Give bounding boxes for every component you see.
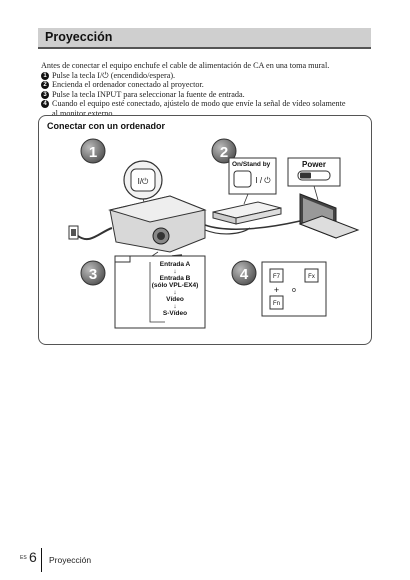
input-sequence-box: Entrada A ↓ Entrada B (sólo VPL-EX4) ↓ V… <box>114 255 206 329</box>
key-plus: + <box>274 285 279 295</box>
section-header: Proyección <box>38 28 371 49</box>
badge-2: 2 <box>211 138 237 164</box>
key-f7: F7 <box>273 274 281 280</box>
laptop <box>298 193 360 239</box>
input-seq-3: (sólo VPL-EX4) <box>152 282 199 289</box>
step-text: Pulse la tecla INPUT para seleccionar la… <box>52 89 245 99</box>
power-label: Power <box>302 160 326 169</box>
step-2: 2 Encienda el ordenador conectado al pro… <box>41 80 376 90</box>
input-seq-0: Entrada A <box>160 261 191 268</box>
badge-1: 1 <box>80 138 106 164</box>
signal-cable <box>204 220 301 230</box>
key-or: o <box>292 287 296 294</box>
badge-3-number: 3 <box>89 266 97 283</box>
step-number: 1 <box>41 71 49 80</box>
input-seq-6: ↓ <box>173 303 176 310</box>
input-seq-1: ↓ <box>173 268 176 275</box>
badge-4-number: 4 <box>240 266 249 283</box>
step-number: 2 <box>41 81 49 90</box>
dvd-player <box>212 201 282 225</box>
step-4-continued: al monitor externo. <box>52 108 115 118</box>
section-title: Proyección <box>45 30 113 44</box>
onstandby-label: On/Stand by <box>232 161 271 168</box>
function-keys-box: F7 Fx + o Fn <box>261 261 327 317</box>
key-fn: Fn <box>273 301 280 307</box>
input-seq-4: ↓ <box>173 289 176 296</box>
page-number: 6 <box>29 549 37 565</box>
wall-outlet <box>68 225 113 241</box>
footer-divider <box>41 548 42 572</box>
onstandby-callout: On/Stand by I / ⏻ <box>228 157 277 205</box>
step-3: 3 Pulse la tecla INPUT para seleccionar … <box>41 90 376 100</box>
step-number: 3 <box>41 90 49 99</box>
footer-lang: ES <box>20 555 27 561</box>
intro-text: Antes de conectar el equipo enchufe el c… <box>41 61 330 70</box>
projector <box>108 195 207 257</box>
footer-section: Proyección <box>49 555 92 565</box>
badge-2-number: 2 <box>220 144 228 161</box>
input-seq-5: Vídeo <box>166 296 184 303</box>
step-4: 4 Cuando el equipo esté conectado, ajúst… <box>41 99 376 109</box>
av-cable <box>204 227 251 235</box>
onstandby-symbol: I / ⏻ <box>255 176 271 185</box>
key-fx: Fx <box>308 274 315 280</box>
input-leader-line <box>151 251 159 257</box>
laptop-power-callout: Power <box>287 157 341 201</box>
step-number: 4 <box>41 100 49 109</box>
badge-1-number: 1 <box>89 144 97 161</box>
step-1: 1 Pulse la tecla I/⏻ (encendido/espera). <box>41 71 376 81</box>
input-seq-2: Entrada B <box>160 275 191 282</box>
power-button-symbol: I/⏻ <box>138 177 149 186</box>
input-seq-7: S-Vídeo <box>163 310 187 317</box>
step-text: Encienda el ordenador conectado al proye… <box>52 80 204 90</box>
figure-title: Conectar con un ordenador <box>47 121 166 131</box>
instructions: Antes de conectar el equipo enchufe el c… <box>41 61 376 119</box>
step-text: Cuando el equipo esté conectado, ajústel… <box>52 99 346 109</box>
badge-4: 4 <box>231 260 257 286</box>
badge-3: 3 <box>80 260 106 286</box>
step-text: Pulse la tecla I/⏻ (encendido/espera). <box>52 70 176 80</box>
